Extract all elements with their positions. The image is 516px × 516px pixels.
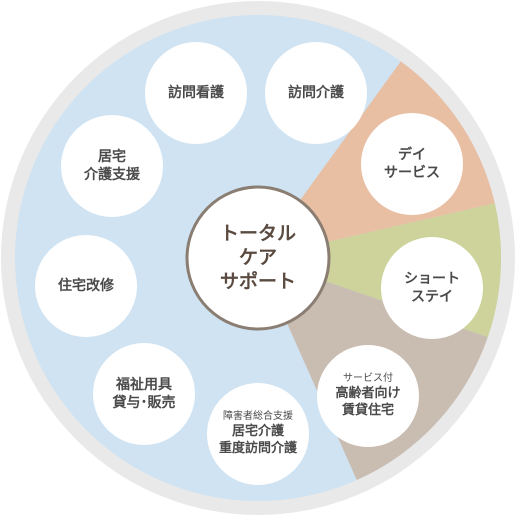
node-elderly-housing[interactable]: [317, 345, 419, 447]
short-line-1: ショート: [404, 270, 460, 287]
node-short-stay[interactable]: [381, 237, 483, 339]
houmon-kango-text: 訪問看護: [168, 84, 224, 101]
day-line-1: デイ: [398, 146, 426, 163]
shogai-line-2: 重度訪問介護: [218, 441, 298, 456]
label-jutaku-kaishu[interactable]: 住宅改修: [58, 277, 114, 295]
label-elderly-housing[interactable]: サービス付 高齢者向け 賃貸住宅: [335, 372, 400, 420]
node-houmon-kango[interactable]: [145, 42, 247, 144]
node-kyotaku-kaigo-shien[interactable]: [61, 115, 163, 217]
label-houmon-kaigo[interactable]: 訪問介護: [288, 84, 344, 102]
label-shogai-shien[interactable]: 障害者総合支援 居宅介護 重度訪問介護: [219, 410, 297, 458]
label-short-stay[interactable]: ショート ステイ: [404, 270, 460, 306]
kyotaku-line-1: 居宅: [98, 148, 126, 165]
center-line-1: トータル: [219, 222, 297, 245]
housing-small-text: サービス付: [342, 373, 393, 385]
node-shogai-shien[interactable]: [207, 383, 309, 485]
node-jutaku-kaishu[interactable]: [35, 235, 137, 337]
center-node: [185, 185, 331, 331]
houmon-kaigo-text: 訪問介護: [288, 84, 344, 101]
node-day-service[interactable]: [361, 113, 463, 215]
fukushi-line-1: 福祉用具: [116, 376, 172, 393]
label-day-service[interactable]: デイ サービス: [384, 146, 440, 182]
shogai-line-1: 居宅介護: [231, 424, 285, 440]
jutaku-kaishu-text: 住宅改修: [58, 277, 114, 294]
fukushi-line-2: 貸与･販売: [112, 395, 176, 411]
day-line-2: サービス: [384, 165, 440, 181]
housing-line-1: 高齢者向け: [335, 386, 401, 402]
center-line-3: サポート: [219, 269, 297, 292]
label-kyotaku-kaigo-shien[interactable]: 居宅 介護支援: [84, 148, 140, 184]
shogai-small-text: 障害者総合支援: [222, 411, 293, 423]
short-line-2: ステイ: [411, 289, 453, 305]
kyotaku-line-2: 介護支援: [84, 167, 140, 183]
center-label: トータル ケア サポート: [220, 222, 296, 293]
housing-line-2: 賃貸住宅: [341, 403, 395, 418]
center-line-2: ケア: [238, 246, 278, 269]
node-houmon-kaigo[interactable]: [265, 42, 367, 144]
node-fukushi-yougu[interactable]: [93, 343, 195, 445]
label-fukushi-yougu[interactable]: 福祉用具 貸与･販売: [113, 376, 176, 412]
label-houmon-kango[interactable]: 訪問看護: [168, 84, 224, 102]
